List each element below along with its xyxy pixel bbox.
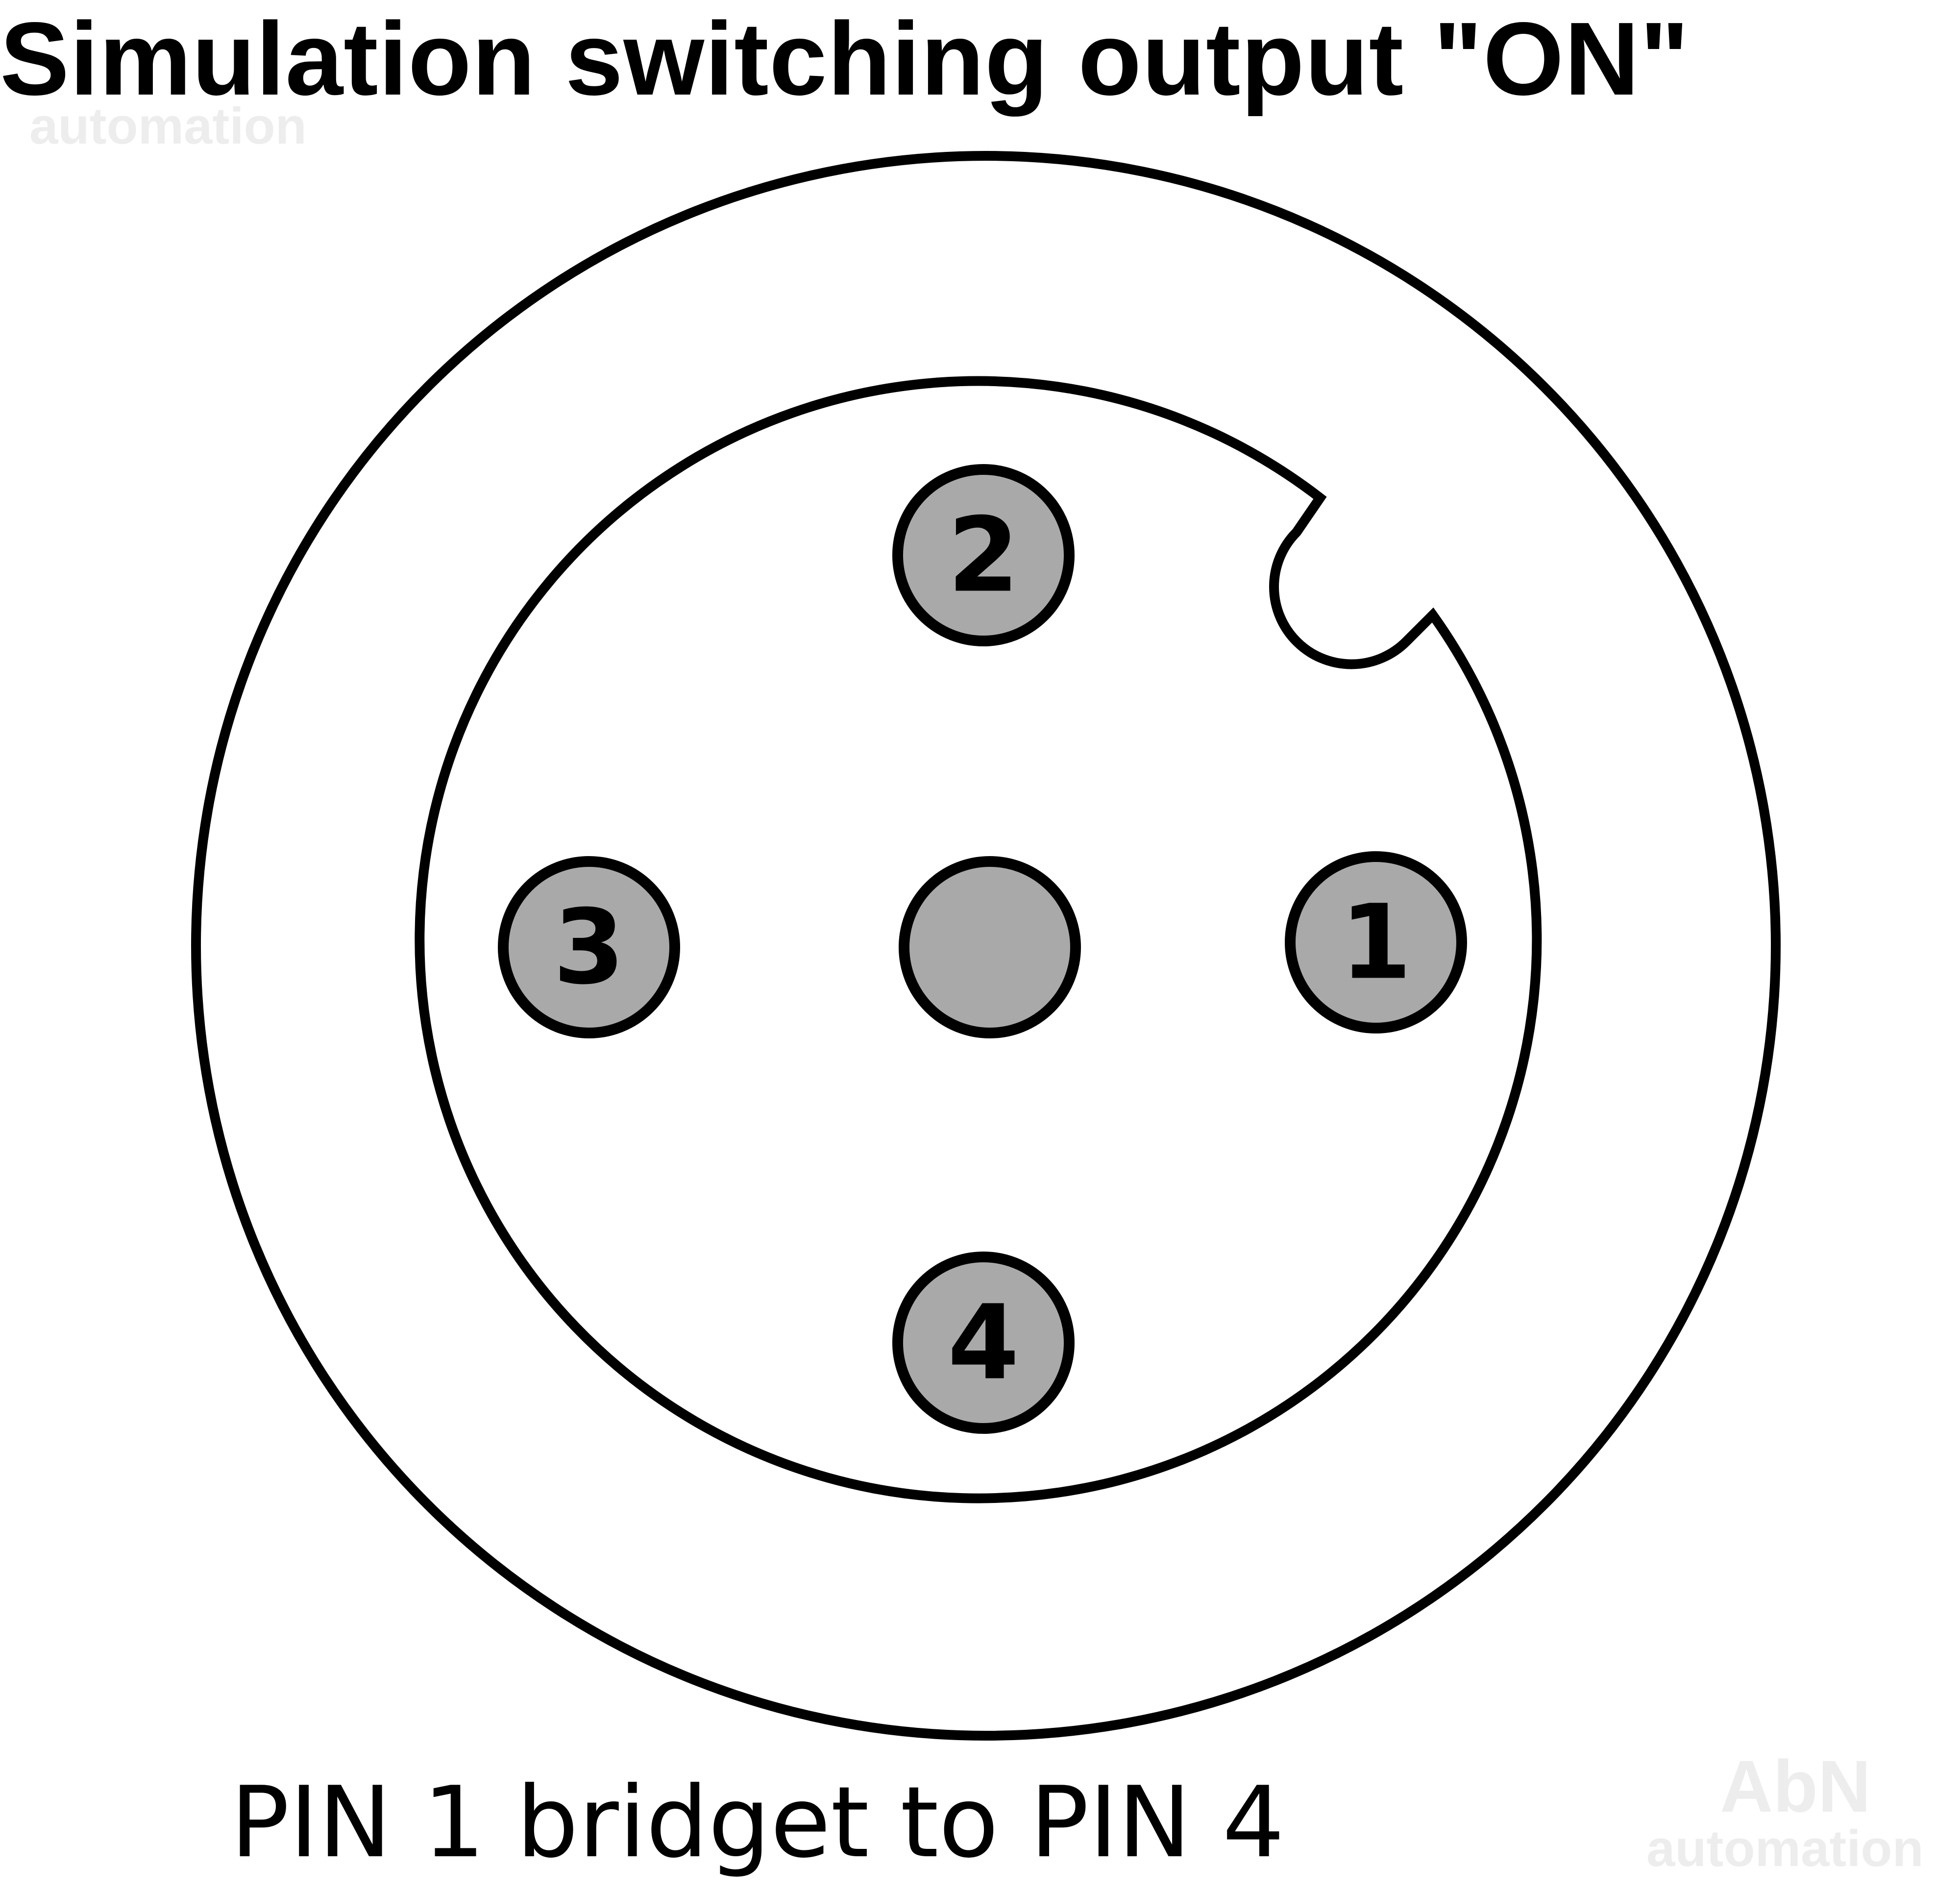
pin-2: 2 xyxy=(892,464,1075,646)
watermark-company-text: automation xyxy=(29,98,307,155)
watermark-logo: AbN xyxy=(1720,1745,1871,1827)
bridge-caption: PIN 1 bridget to PIN 4 xyxy=(230,1766,1285,1880)
pin-4: 4 xyxy=(892,1252,1075,1434)
inner-face-with-key-notch xyxy=(415,376,1542,1503)
pin-3-label: 3 xyxy=(553,887,625,1008)
outer-housing-ring xyxy=(191,151,1781,1741)
pin-center xyxy=(899,856,1081,1038)
pin-2-label: 2 xyxy=(948,495,1019,615)
diagram-title: Simulation switching output "ON" xyxy=(0,0,1690,117)
watermark-company-text-bottom: automation xyxy=(1646,1820,1924,1877)
pin-3: 3 xyxy=(498,856,680,1038)
pin-1: 1 xyxy=(1285,851,1467,1033)
pin-4-label: 4 xyxy=(948,1283,1019,1403)
pin-1-label: 1 xyxy=(1340,883,1412,1003)
